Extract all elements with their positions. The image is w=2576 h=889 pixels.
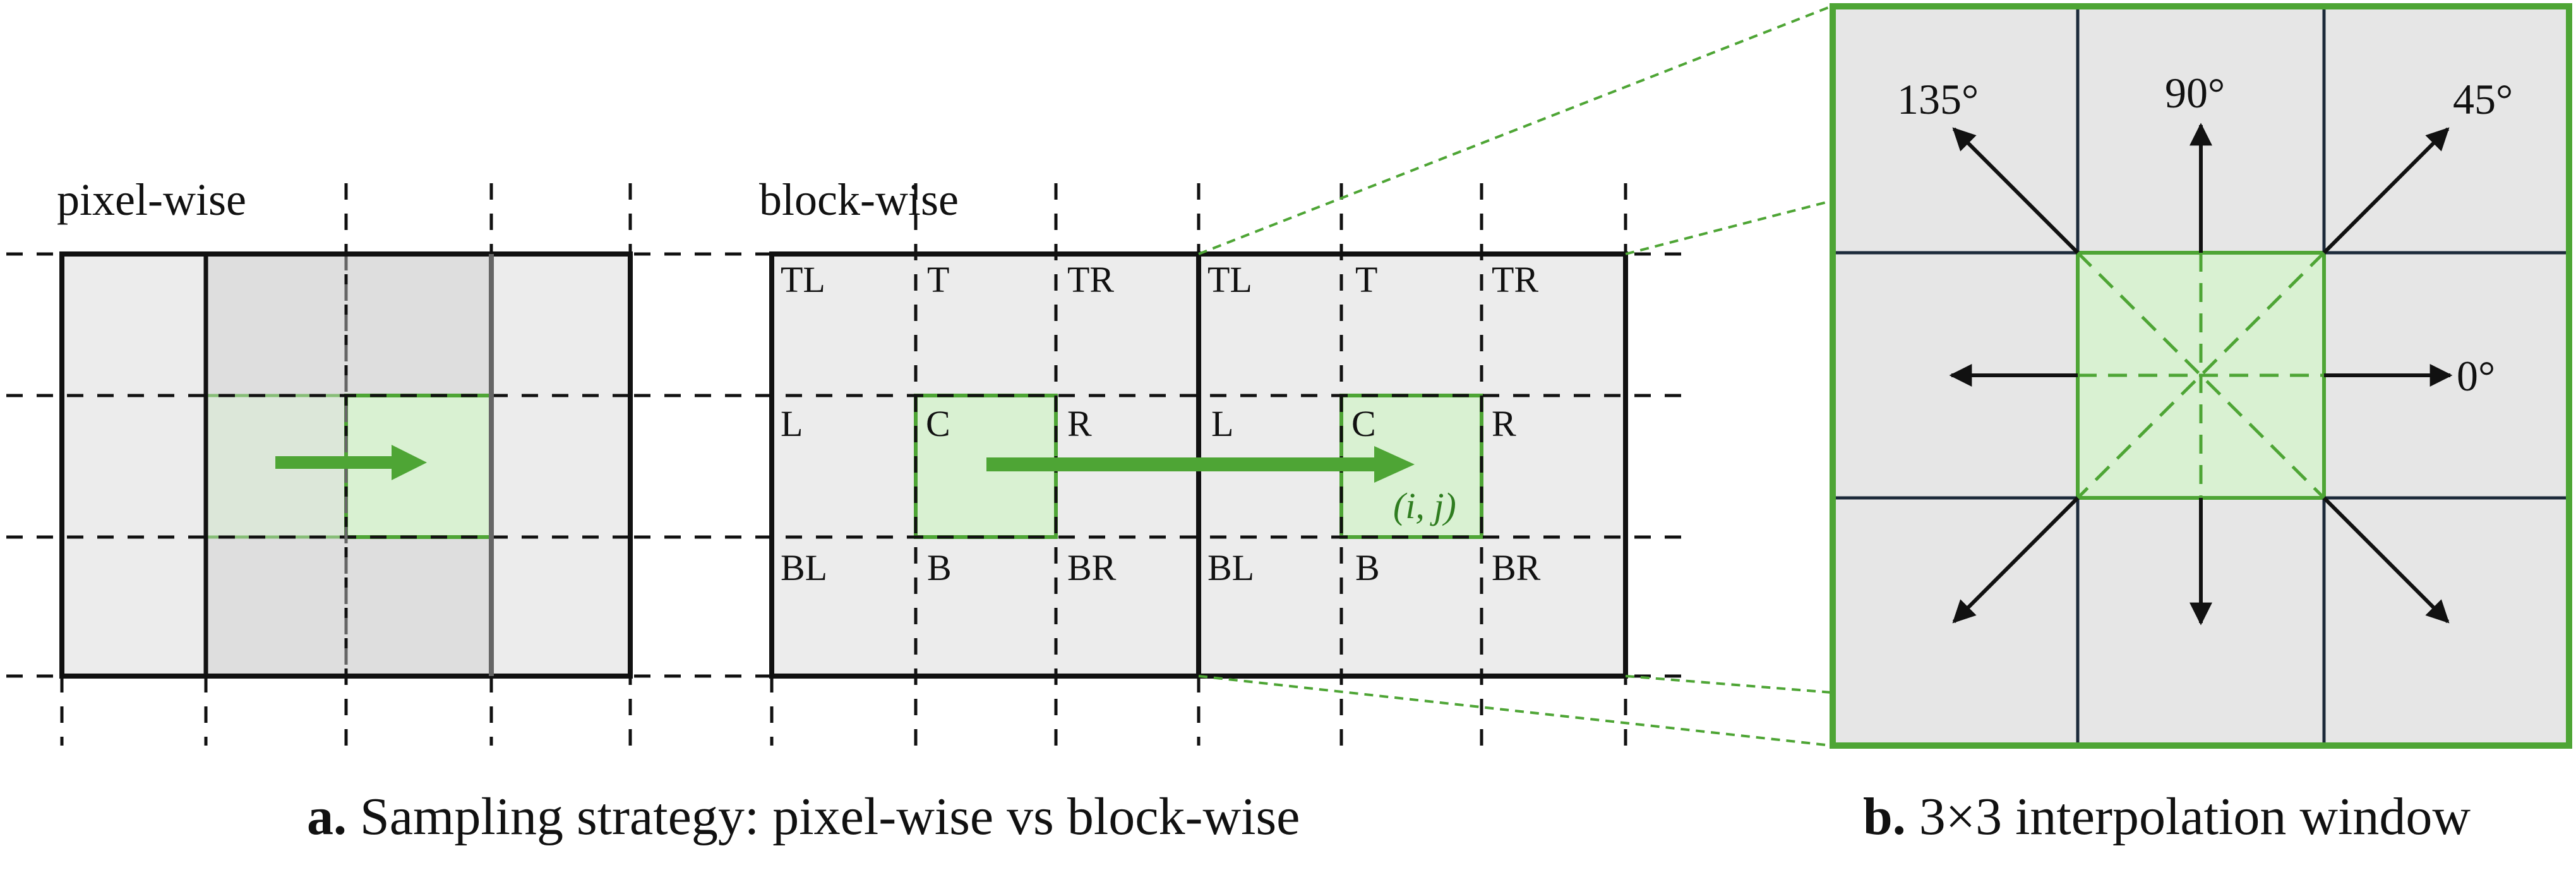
angle-label-135: 135°	[1897, 75, 1979, 123]
angle-label-90: 90°	[2165, 69, 2225, 117]
zoom-guides	[1198, 5, 1832, 747]
right-block-label-br: BR	[1492, 547, 1541, 588]
window-outer-border	[1830, 3, 2572, 749]
left-block-label-b: B	[927, 547, 952, 588]
block-wise-panel: TL T TR L C R BL B BR TL T TR L C R BL B…	[634, 174, 1692, 746]
pixel-wise-panel: pixel-wise	[6, 174, 633, 746]
arrow-135	[1952, 127, 2080, 255]
angle-label-45: 45°	[2453, 75, 2513, 123]
left-block-label-l: L	[781, 403, 803, 444]
left-block-label-t: T	[927, 259, 949, 300]
right-block-label-r: R	[1492, 403, 1516, 444]
pixel-outer-border	[59, 251, 633, 679]
caption-a-text: Sampling strategy: pixel-wise vs block-w…	[347, 787, 1300, 846]
arrow-225	[1952, 496, 2080, 624]
pixel-shift-arrowhead	[392, 445, 427, 480]
right-block-label-c: C	[1351, 403, 1376, 444]
left-block-label-c: C	[926, 403, 950, 444]
right-block-label-t: T	[1355, 259, 1377, 300]
interpolation-window-panel: 135° 90° 45° 0°	[1830, 3, 2572, 749]
caption-b-text: 3×3 interpolation window	[1906, 787, 2471, 846]
window-center-diagonals	[2076, 251, 2325, 499]
block-shift-arrowhead	[1374, 446, 1415, 483]
caption-a-prefix: a.	[307, 787, 347, 846]
left-block-label-r: R	[1067, 403, 1092, 444]
right-block-label-bl: BL	[1207, 547, 1254, 588]
caption-b-prefix: b.	[1863, 787, 1906, 846]
direction-arrows	[1949, 123, 2453, 626]
window-grid-lines	[1833, 6, 2569, 746]
right-block-label-b: B	[1355, 547, 1380, 588]
left-block-label-bl: BL	[781, 547, 827, 588]
right-block-label-l: L	[1211, 403, 1233, 444]
right-block-label-tl: TL	[1207, 259, 1252, 300]
left-block-label-tr: TR	[1067, 259, 1114, 300]
arrow-45	[2322, 127, 2450, 255]
pixel-wise-title: pixel-wise	[57, 174, 246, 225]
left-block-label-br: BR	[1067, 547, 1117, 588]
caption-b: b. 3×3 interpolation window	[1863, 787, 2471, 846]
arrow-315	[2322, 496, 2450, 624]
caption-a: a. Sampling strategy: pixel-wise vs bloc…	[307, 787, 1300, 846]
left-block-label-tl: TL	[781, 259, 825, 300]
index-label: (i, j)	[1393, 485, 1456, 526]
block-wise-title: block-wise	[759, 174, 959, 225]
angle-label-0: 0°	[2457, 352, 2495, 400]
right-block-label-tr: TR	[1492, 259, 1538, 300]
